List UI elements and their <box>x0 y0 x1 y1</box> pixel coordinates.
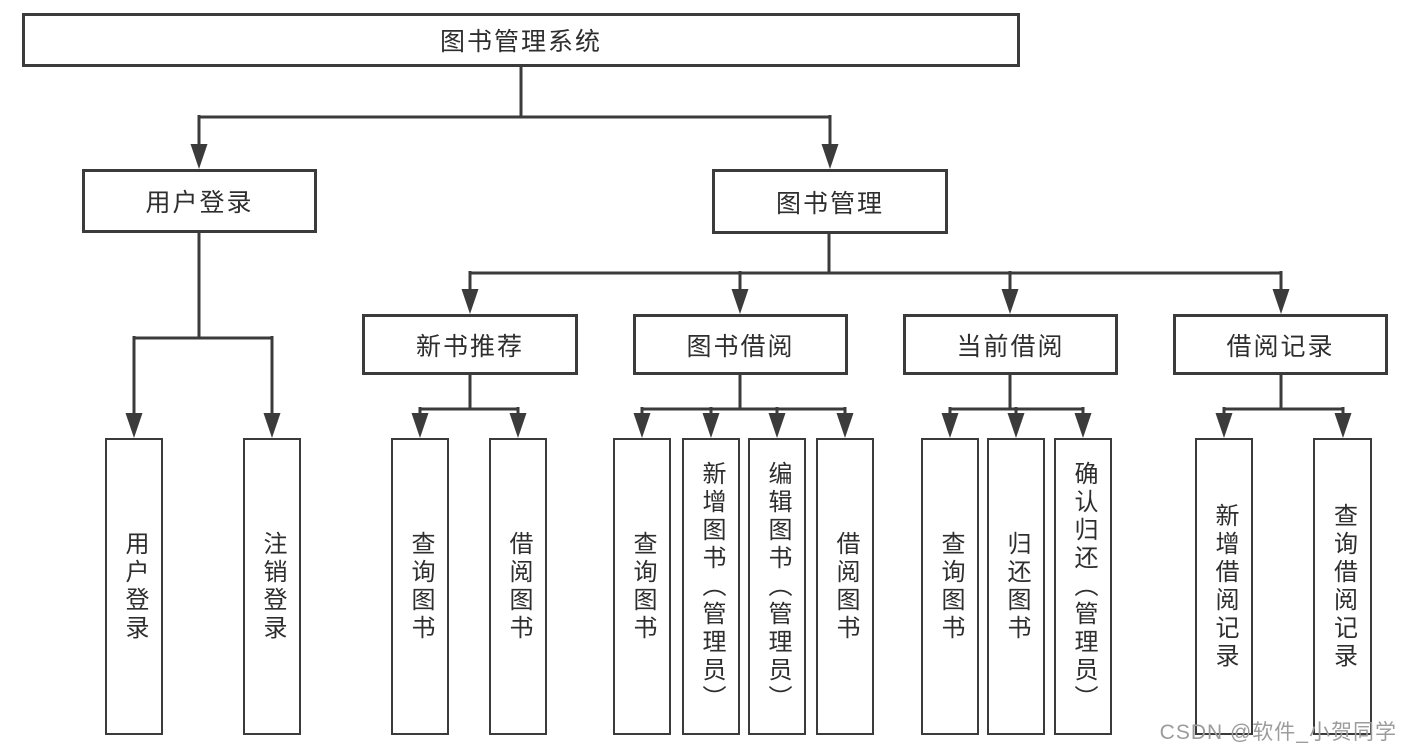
leaf-recommend-borrow-book: 借阅图书 <box>489 438 547 735</box>
node-borrow-records: 借阅记录 <box>1173 314 1388 375</box>
edge-root-to-level2 <box>190 67 839 169</box>
leaf-borrow-borrow-book: 借阅图书 <box>816 438 874 735</box>
node-current-borrow: 当前借阅 <box>903 314 1118 375</box>
node-book-management: 图书管理 <box>712 169 948 234</box>
edge-borrow-to-leaves <box>633 374 854 438</box>
leaf-recommend-query-book: 查询图书 <box>391 438 449 735</box>
csdn-watermark: CSDN @软件_小贺同学 <box>1159 721 1397 744</box>
leaf-borrow-edit-book-admin: 编辑图书（管理员） <box>748 438 806 735</box>
edge-records-to-leaves <box>1215 374 1352 438</box>
leaf-logout-login: 注销登录 <box>243 438 301 735</box>
edge-recommend-to-leaves <box>411 374 527 438</box>
leaf-current-query-book: 查询图书 <box>921 438 979 735</box>
leaf-current-return-book: 归还图书 <box>987 438 1045 735</box>
node-book-borrow: 图书借阅 <box>633 314 848 375</box>
leaf-user-login: 用户登录 <box>105 438 163 735</box>
edge-user-login-to-leaves <box>125 232 281 438</box>
leaf-records-query-record: 查询借阅记录 <box>1313 438 1372 735</box>
edge-current-to-leaves <box>941 374 1092 438</box>
leaf-borrow-add-book-admin: 新增图书（管理员） <box>682 438 740 735</box>
leaf-records-add-record: 新增借阅记录 <box>1195 438 1253 735</box>
node-user-login: 用户登录 <box>82 169 317 233</box>
edge-book-management-to-level3 <box>461 233 1290 314</box>
node-new-book-recommend: 新书推荐 <box>362 314 578 375</box>
node-root-system: 图书管理系统 <box>22 13 1020 67</box>
leaf-borrow-query-book: 查询图书 <box>613 438 671 735</box>
leaf-current-confirm-return-admin: 确认归还（管理员） <box>1054 438 1112 735</box>
